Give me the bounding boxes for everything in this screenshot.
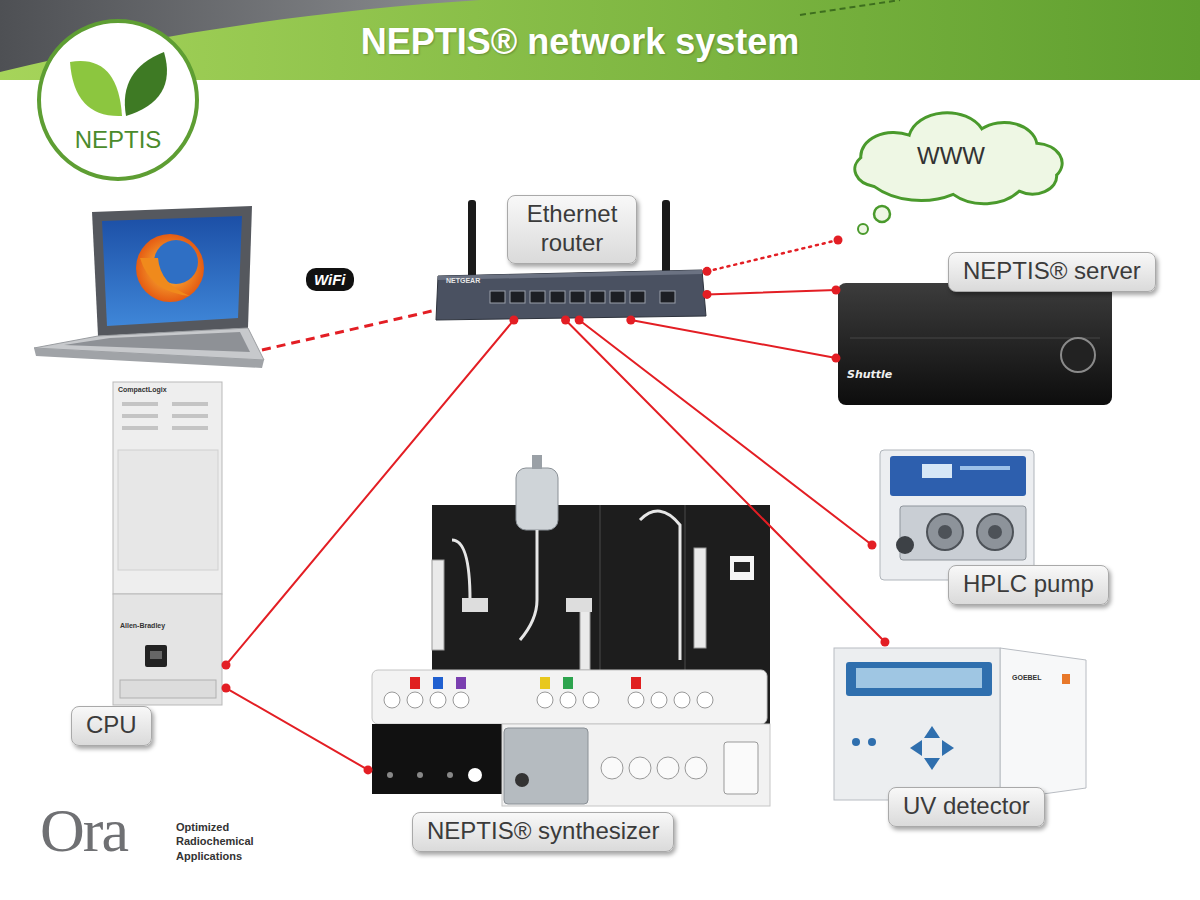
connector-group xyxy=(226,240,885,770)
label-box: CPU xyxy=(71,706,152,746)
cpu-unit: CPU xyxy=(68,380,226,752)
label-holder: CompactLogix xyxy=(118,386,167,393)
synthesizer-unit: NEPTIS® synthesizer xyxy=(368,452,772,858)
label-holder: Allen-Bradley xyxy=(120,622,165,629)
node-text: NEPTIS® synthesizer xyxy=(427,817,659,846)
detector-unit: UV detector xyxy=(830,642,1088,834)
synthesizer-picture xyxy=(372,455,770,806)
title-holder: NEPTIS® network system xyxy=(0,20,1160,63)
label-holder: Shuttle xyxy=(847,368,892,381)
network-cable xyxy=(226,688,368,770)
cpu-picture xyxy=(113,382,222,705)
label-box: UV detector xyxy=(888,787,1045,827)
brand-label: GOEBEL xyxy=(1012,674,1042,681)
label-holder: WiFi xyxy=(306,268,354,291)
brand-label: CompactLogix xyxy=(118,386,167,393)
network-cable xyxy=(631,320,836,358)
label-holder: GOEBEL xyxy=(1012,674,1042,681)
node-text: CPU xyxy=(86,711,137,740)
router-picture xyxy=(436,200,706,320)
header-band xyxy=(0,0,1200,80)
pump-unit: HPLC pump xyxy=(872,445,1136,610)
label-holder: NETGEAR xyxy=(446,277,480,284)
label-holder: Optimized Radiochemical Applications xyxy=(176,820,268,863)
text-holder: WWW xyxy=(838,142,1064,171)
node-text: UV detector xyxy=(903,792,1030,821)
pump-picture xyxy=(880,450,1034,580)
network-cable xyxy=(707,290,836,294)
brand-label: Shuttle xyxy=(847,368,892,381)
network-cable xyxy=(707,240,838,271)
server-unit: NEPTIS® server xyxy=(836,250,1170,408)
label-box: NEPTIS® synthesizer xyxy=(412,812,674,852)
node-text: HPLC pump xyxy=(963,570,1094,599)
logo-badge: NEPTIS xyxy=(36,18,200,182)
cloud-shape xyxy=(838,108,1064,243)
server-picture xyxy=(838,283,1112,405)
label-box: NEPTIS® server xyxy=(948,252,1156,292)
laptop-picture xyxy=(34,206,264,368)
page-title: NEPTIS® network system xyxy=(361,20,800,63)
detector-picture xyxy=(834,648,1086,800)
internet-cloud: WWW xyxy=(838,108,1064,243)
label-box: HPLC pump xyxy=(948,565,1109,605)
router-unit: Ethernet router xyxy=(435,192,707,320)
brand-label: NETGEAR xyxy=(446,277,480,284)
text-holder: NEPTIS xyxy=(36,126,200,155)
logo-circle xyxy=(36,18,200,182)
network-cable xyxy=(566,320,885,642)
wifi-link xyxy=(262,308,445,350)
company-name: Optimized Radiochemical Applications xyxy=(176,820,268,863)
node-text: NEPTIS xyxy=(36,126,200,155)
brand-label: Allen-Bradley xyxy=(120,622,165,629)
wifi-badge: WiFi xyxy=(306,268,354,291)
bubble-dots xyxy=(858,206,890,234)
node-text: NEPTIS® server xyxy=(963,257,1141,286)
network-cable xyxy=(579,320,872,545)
label-holder: Ora xyxy=(40,796,127,864)
company-logo: Ora xyxy=(40,796,127,864)
node-text: Ethernet router xyxy=(522,200,622,258)
label-box: Ethernet router xyxy=(507,195,637,264)
node-text: WWW xyxy=(838,142,1064,171)
network-cable xyxy=(226,320,514,665)
